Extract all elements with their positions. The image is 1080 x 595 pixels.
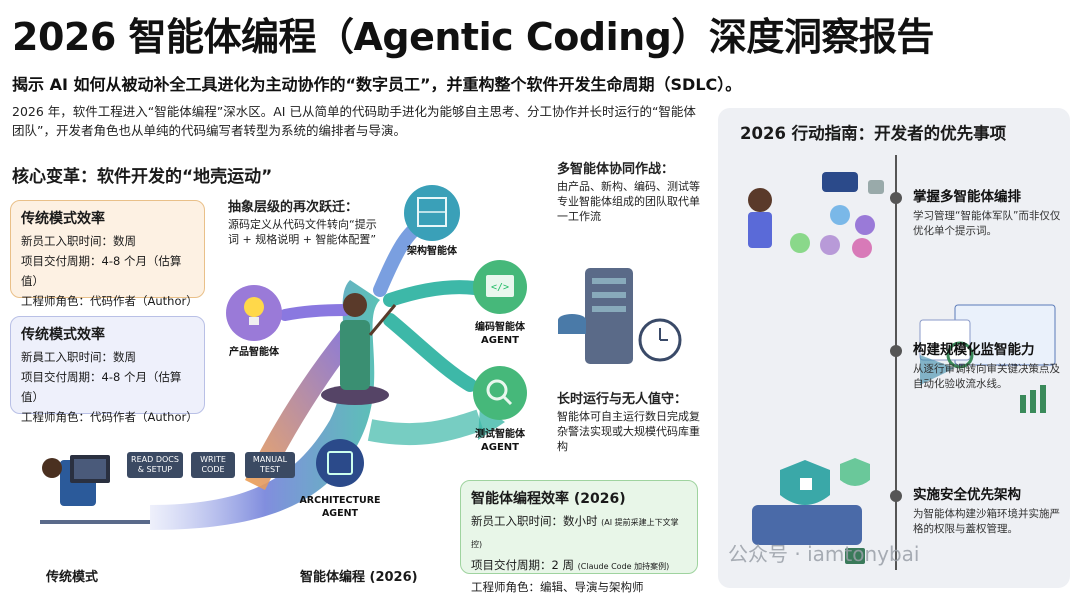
- card-line: 工程师角色：代码作者（Author）: [21, 294, 198, 308]
- multi-agent-text: 由产品、新构、编码、测试等专业智能体组成的团队取代单一工作流: [557, 180, 700, 223]
- timeline-dot: [890, 345, 902, 357]
- core-heading: 核心变革：软件开发的“地壳运动”: [12, 167, 273, 187]
- card-line: 项目交付周期：4-8 个月（估算值）: [21, 370, 182, 404]
- architecture-agent-label: 架构智能体: [407, 246, 457, 257]
- traditional-efficiency-card-2: 传统模式效率 新員工入职时间：数周 项目交付周期：4-8 个月（估算值） 工程师…: [10, 316, 205, 424]
- agentic-efficiency-card: 智能体编程效率 (2026) 新员工入职时间：数小时 (AI 提前采建上下文掌控…: [460, 480, 698, 594]
- testing-agent-label: 测试智能体 AGENT: [466, 428, 534, 454]
- page-subtitle: 揭示 AI 如何从被动补全工具进化为主动协作的“数字员工”，并重构整个软件开发生…: [12, 75, 742, 94]
- multi-agent-title: 多智能体协同作战：: [557, 162, 675, 177]
- testing-agent-name: 测试智能体: [475, 429, 525, 440]
- card-line: 新员工入职时间：数周: [21, 234, 136, 248]
- card-title: 传统模式效率: [21, 211, 105, 227]
- arrow-to-coding: [383, 280, 482, 307]
- intro-paragraph: 2026 年，软件工程进入“智能体编程”深水区。AI 已从简单的代码助手进化为能…: [12, 104, 696, 138]
- architecture-agent-en-2: AGENT: [321, 508, 359, 519]
- card-title: 传统模式效率: [21, 327, 105, 343]
- coding-agent-en: AGENT: [481, 335, 519, 346]
- coding-agent-name: 编码智能体: [475, 322, 525, 333]
- long-running-callout: 长时运行与无人值守： 智能体可自主运行数日完成复杂警法实现或大规模代码库重构: [557, 392, 705, 454]
- page-title: 2026 智能体编程（Agentic Coding）深度洞察报告: [12, 15, 934, 59]
- traditional-label: 传统模式: [46, 570, 99, 585]
- guide-item-title: 实施安全优先架构: [913, 487, 1021, 503]
- flow-step-read-docs: READ DOCS & SETUP: [127, 452, 183, 478]
- guide-item-monitoring: 构建规模化监智能力 从逐行审调转向审关键决策点及自动化验收流水线。: [913, 343, 1063, 392]
- guide-item-orchestration: 掌握多智能体编排 学习管理“智能体军队”而非仅仅优化单个提示词。: [913, 190, 1063, 239]
- card-title: 智能体编程效率 (2026): [471, 491, 626, 507]
- svg-text:</>: </>: [491, 282, 509, 293]
- product-agent-label: 产品智能体: [229, 347, 279, 358]
- card-line: 新員工入职时间：数周: [21, 350, 136, 364]
- traditional-efficiency-card: 传统模式效率 新员工入职时间：数周 项目交付周期：4-8 个月（估算值） 工程师…: [10, 200, 205, 308]
- abstraction-callout: 抽象层级的再次跃迁： 源码定义从代码文件转向“提示词 + 规格说明 + 智能体配…: [228, 200, 378, 247]
- timeline-dot: [890, 490, 902, 502]
- abstraction-text: 源码定义从代码文件转向“提示词 + 规格说明 + 智能体配置”: [228, 218, 377, 246]
- testing-agent-en: AGENT: [481, 442, 519, 453]
- action-guide-title: 2026 行动指南：开发者的优先事项: [740, 124, 1007, 143]
- long-running-text: 智能体可自主运行数日完成复杂警法实现或大规模代码库重构: [557, 410, 700, 453]
- card-line: 项目交付周期：2 周 (Claude Code 加持案例): [471, 558, 670, 572]
- card-line: 新员工入职时间：数小时 (AI 提前采建上下文掌控): [471, 514, 679, 549]
- card-line: 工程师角色：编辑、导演与架构师: [471, 580, 644, 594]
- architecture-agent-en-label: ARCHITECTURE AGENT: [295, 494, 385, 520]
- guide-item-title: 构建规模化监智能力: [913, 342, 1035, 358]
- guide-item-text: 为智能体构建沙箱环境并实施严格的权限与蓋权管理。: [913, 508, 1060, 535]
- flow-step-write-code: WRITE CODE: [191, 452, 235, 478]
- guide-item-title: 掌握多智能体编排: [913, 189, 1021, 205]
- multi-agent-callout: 多智能体协同作战： 由产品、新构、编码、测试等专业智能体组成的团队取代单一工作流: [557, 162, 707, 224]
- watermark: 公众号 · iamtonybai: [728, 542, 920, 566]
- arrow-main-out: [367, 409, 484, 446]
- card-line: 工程师角色：代码作者（Author）: [21, 410, 198, 424]
- long-running-title: 长时运行与无人值守：: [557, 392, 688, 407]
- arrow-to-product: [279, 304, 351, 321]
- flow-step-manual-test: MANUAL TEST: [245, 452, 295, 478]
- architecture-agent-en-1: ARCHITECTURE: [299, 495, 381, 506]
- guide-item-text: 从逐行审调转向审关键决策点及自动化验收流水线。: [913, 363, 1060, 390]
- card-line: 项目交付周期：4-8 个月（估算值）: [21, 254, 182, 288]
- agentic-label: 智能体编程 (2026): [300, 570, 418, 585]
- guide-timeline: [895, 155, 897, 570]
- guide-item-text: 学习管理“智能体军队”而非仅仅优化单个提示词。: [913, 210, 1061, 237]
- abstraction-title: 抽象层级的再次跃迁：: [228, 200, 359, 215]
- flow-ribbon-orange: [245, 330, 355, 490]
- timeline-dot: [890, 192, 902, 204]
- coding-agent-label: 编码智能体 AGENT: [466, 321, 534, 347]
- guide-item-security: 实施安全优先架构 为智能体构建沙箱环境并实施严格的权限与蓋权管理。: [913, 488, 1063, 537]
- arrow-to-testing: [383, 313, 477, 392]
